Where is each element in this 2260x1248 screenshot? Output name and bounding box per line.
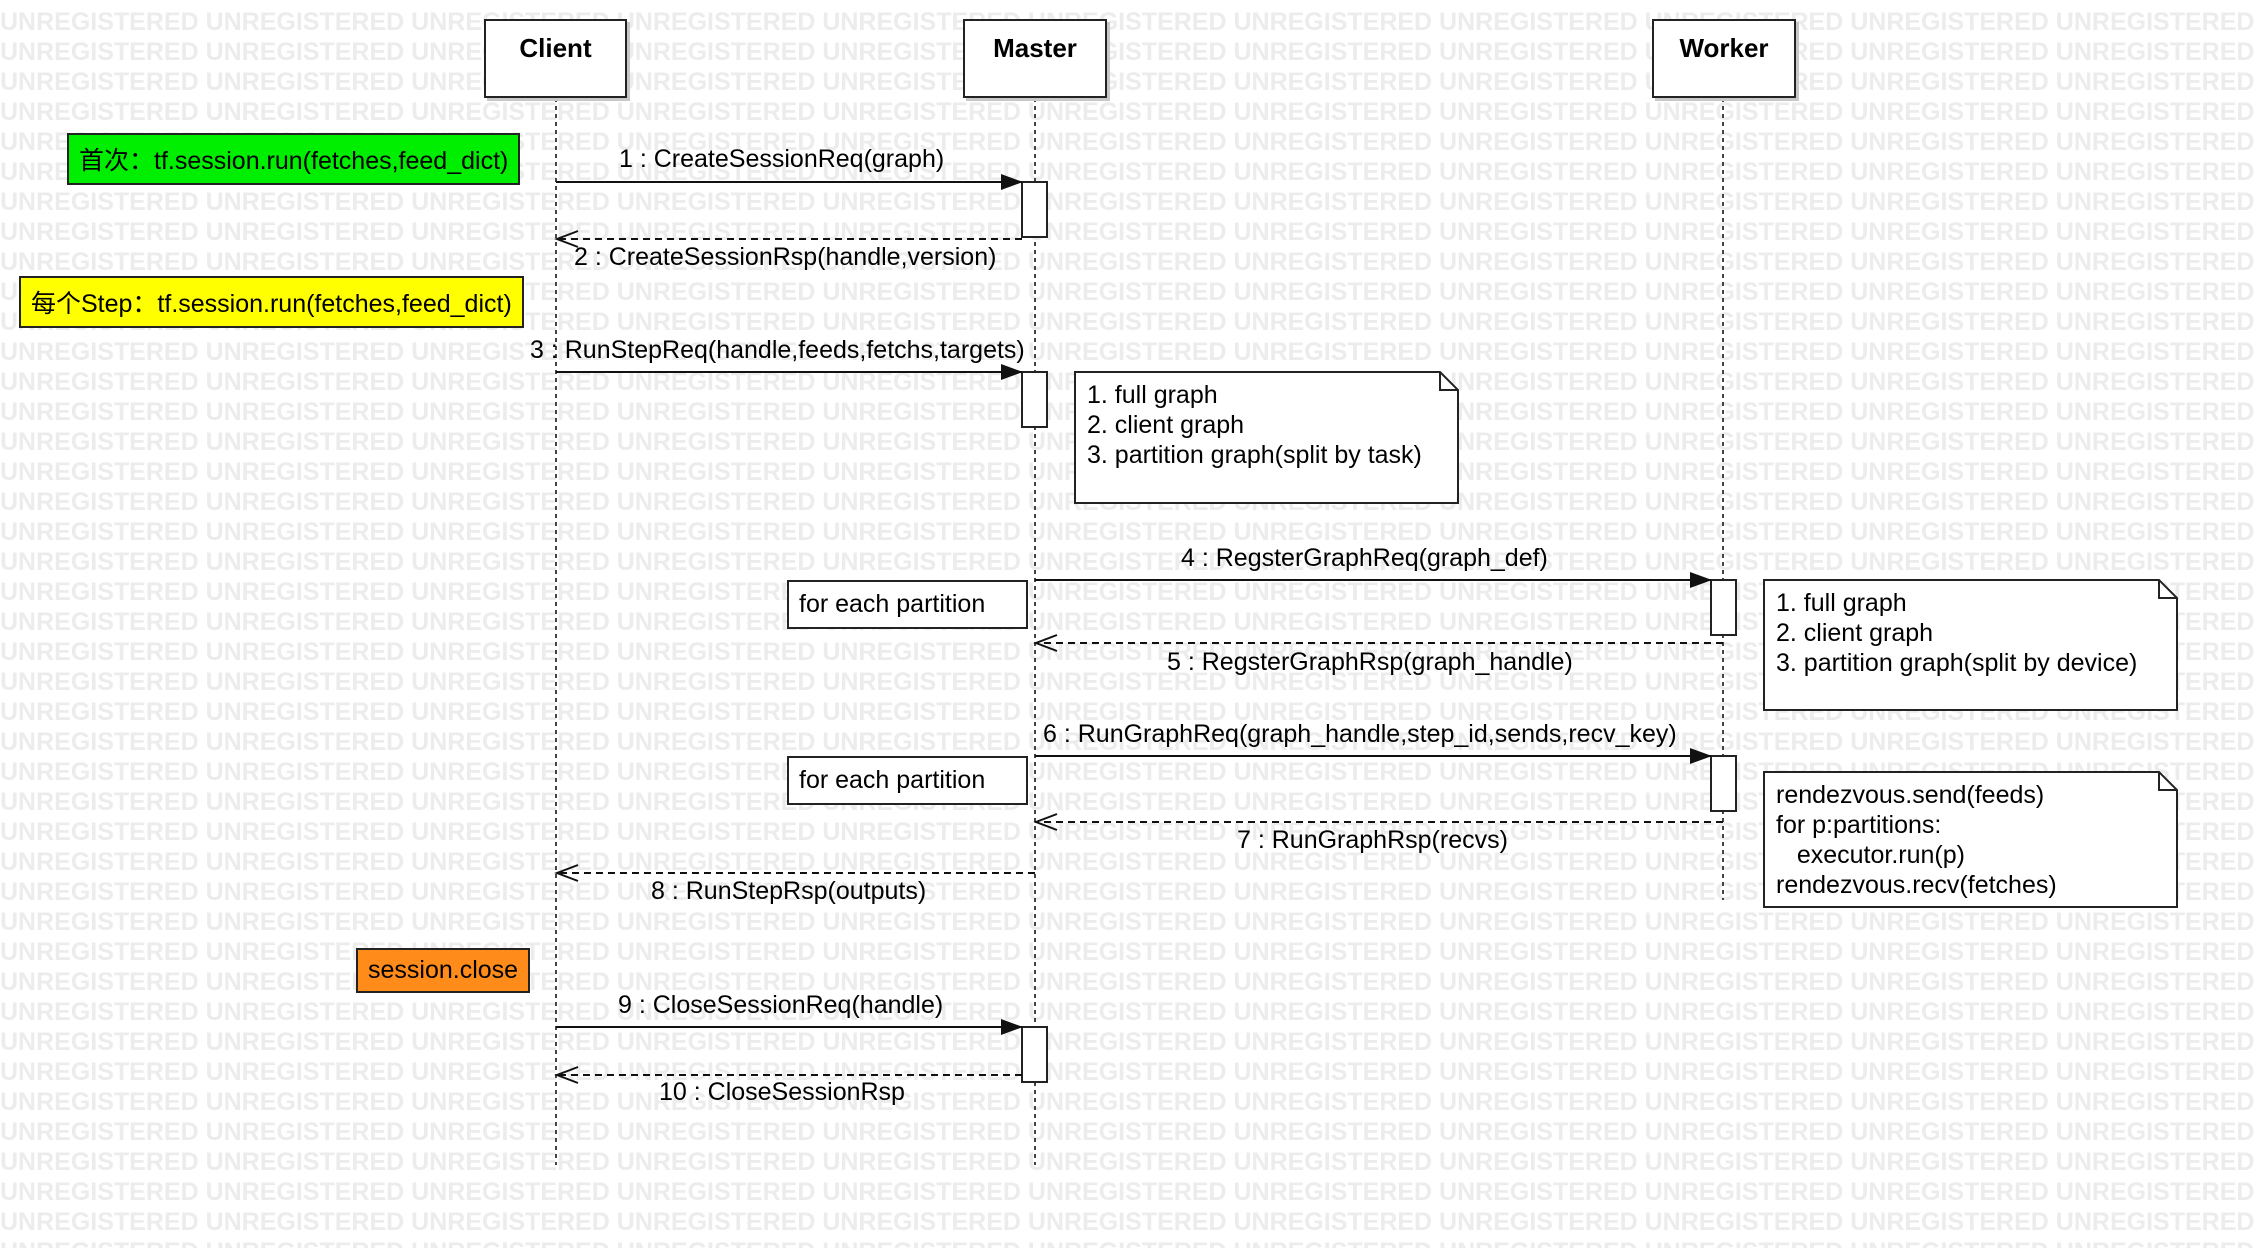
message-6-label: 6 : RunGraphReq(graph_handle,step_id,sen…: [1043, 720, 1677, 748]
master-note-line-3: 3. partition graph(split by task): [1087, 441, 1422, 469]
register-loop-frame: for each partition: [787, 580, 1028, 629]
rendezvous-note-line-1: rendezvous.send(feeds): [1776, 781, 2045, 809]
worker-activation-2: [1710, 755, 1737, 812]
rungraph-loop-frame: for each partition: [787, 756, 1028, 805]
master-activation-3: [1021, 1026, 1048, 1083]
master-note-line-1: 1. full graph: [1087, 381, 1218, 409]
worker-note: 1. full graph 2. client graph 3. partiti…: [1766, 582, 2156, 684]
master-label: Master: [993, 33, 1077, 63]
master-note: 1. full graph 2. client graph 3. partiti…: [1077, 374, 1437, 476]
worker-note-shape: [1763, 579, 2178, 711]
worker-note-line-1: 1. full graph: [1776, 589, 1907, 617]
message-8-arrowhead: [554, 864, 579, 882]
message-8-label: 8 : RunStepRsp(outputs): [651, 877, 927, 905]
worker-activation-1: [1710, 579, 1737, 636]
master-note-shape: [1074, 371, 1459, 504]
message-7-arrowhead: [1033, 813, 1058, 831]
client-lifeline-head: Client: [484, 19, 627, 98]
worker-label: Worker: [1679, 33, 1769, 63]
rendezvous-note: rendezvous.send(feeds) for p:partitions:…: [1766, 774, 2156, 906]
rendezvous-note-line-2: for p:partitions:: [1776, 811, 1942, 839]
session-close-tag: session.close: [356, 948, 531, 993]
client-label: Client: [519, 33, 592, 63]
master-activation-1: [1021, 181, 1048, 238]
rendezvous-note-shape: [1763, 771, 2178, 908]
each-step-tag: 每个Step：tf.session.run(fetches,feed_dict): [19, 276, 524, 328]
message-5-arrowhead: [1033, 634, 1058, 652]
worker-note-line-3: 3. partition graph(split by device): [1776, 649, 2138, 677]
master-note-line-2: 2. client graph: [1087, 411, 1245, 439]
master-lifeline-head: Master: [963, 19, 1107, 98]
message-5-label: 5 : RegsterGraphRsp(graph_handle): [1167, 648, 1573, 676]
message-9-label: 9 : CloseSessionReq(handle): [618, 991, 944, 1019]
message-10-label: 10 : CloseSessionRsp: [659, 1078, 905, 1106]
rendezvous-note-line-3: executor.run(p): [1776, 841, 1965, 869]
worker-note-line-2: 2. client graph: [1776, 619, 1934, 647]
message-4-label: 4 : RegsterGraphReq(graph_def): [1181, 544, 1548, 572]
message-2-arrowhead: [554, 230, 579, 248]
message-10-arrowhead: [554, 1066, 579, 1084]
message-7-label: 7 : RunGraphRsp(recvs): [1237, 826, 1508, 854]
message-2-label: 2 : CreateSessionRsp(handle,version): [574, 243, 997, 271]
rendezvous-note-line-4: rendezvous.recv(fetches): [1776, 871, 2057, 899]
worker-lifeline-head: Worker: [1652, 19, 1796, 98]
first-run-tag: 首次：tf.session.run(fetches,feed_dict): [67, 133, 521, 185]
master-activation-2: [1021, 371, 1048, 428]
message-1-label: 1 : CreateSessionReq(graph): [619, 145, 945, 173]
message-3-label: 3 : RunStepReq(handle,feeds,fetchs,targe…: [530, 336, 1025, 364]
